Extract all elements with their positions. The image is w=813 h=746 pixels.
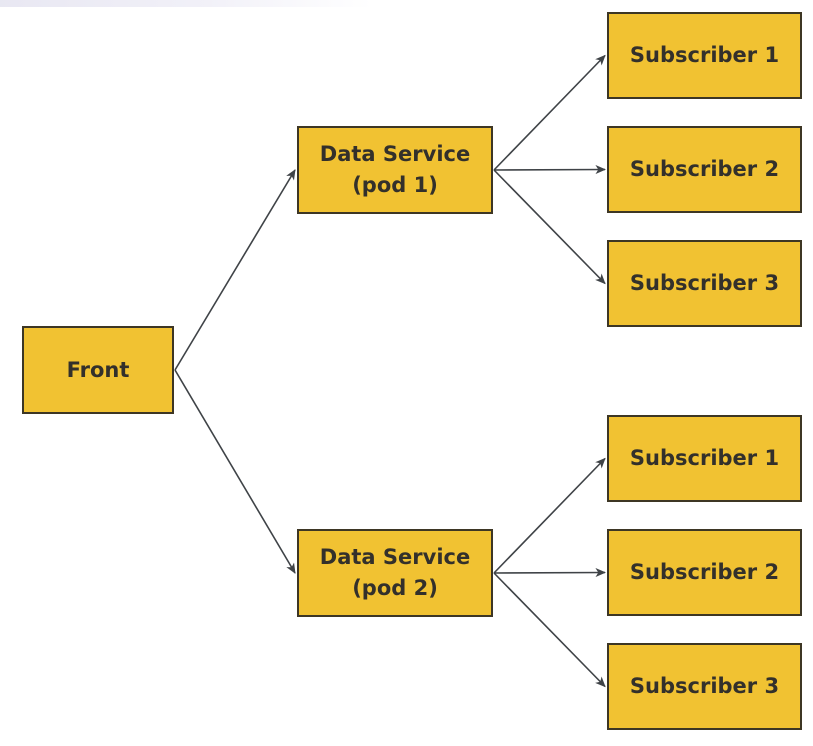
node-pod2-sublabel: (pod 2) bbox=[352, 576, 438, 600]
node-subscriber1-top: Subscriber 1 bbox=[607, 12, 802, 99]
node-data-service-pod1: Data Service (pod 1) bbox=[297, 126, 493, 214]
node-sub2-top-label: Subscriber 2 bbox=[629, 157, 780, 181]
node-data-service-pod2: Data Service (pod 2) bbox=[297, 529, 493, 617]
node-pod1-label: Data Service bbox=[319, 142, 471, 166]
node-subscriber2-bottom: Subscriber 2 bbox=[607, 529, 802, 616]
edge-pod2-to-sub2-bottom bbox=[493, 568, 606, 578]
edge-front-to-pod1 bbox=[174, 169, 296, 371]
edge-front-to-pod2 bbox=[174, 369, 296, 574]
edge-pod2-to-sub3-bottom bbox=[493, 572, 606, 688]
edge-pod1-to-sub2-top bbox=[493, 165, 606, 175]
node-sub1-top-label: Subscriber 1 bbox=[629, 43, 780, 67]
node-front: Front bbox=[22, 326, 174, 414]
node-subscriber3-bottom: Subscriber 3 bbox=[607, 643, 802, 730]
node-pod2-label: Data Service bbox=[319, 545, 471, 569]
edge-pod1-to-sub1-top bbox=[493, 54, 606, 171]
edge-pod1-to-sub3-top bbox=[493, 169, 606, 285]
node-pod1-sublabel: (pod 1) bbox=[352, 173, 438, 197]
node-subscriber3-top: Subscriber 3 bbox=[607, 240, 802, 327]
node-sub2-bottom-label: Subscriber 2 bbox=[629, 560, 780, 584]
node-sub1-bottom-label: Subscriber 1 bbox=[629, 446, 780, 470]
node-subscriber1-bottom: Subscriber 1 bbox=[607, 415, 802, 502]
node-subscriber2-top: Subscriber 2 bbox=[607, 126, 802, 213]
node-front-label: Front bbox=[66, 357, 130, 382]
edge-pod2-to-sub1-bottom bbox=[493, 457, 606, 574]
node-sub3-bottom-label: Subscriber 3 bbox=[629, 674, 780, 698]
node-sub3-top-label: Subscriber 3 bbox=[629, 271, 780, 295]
